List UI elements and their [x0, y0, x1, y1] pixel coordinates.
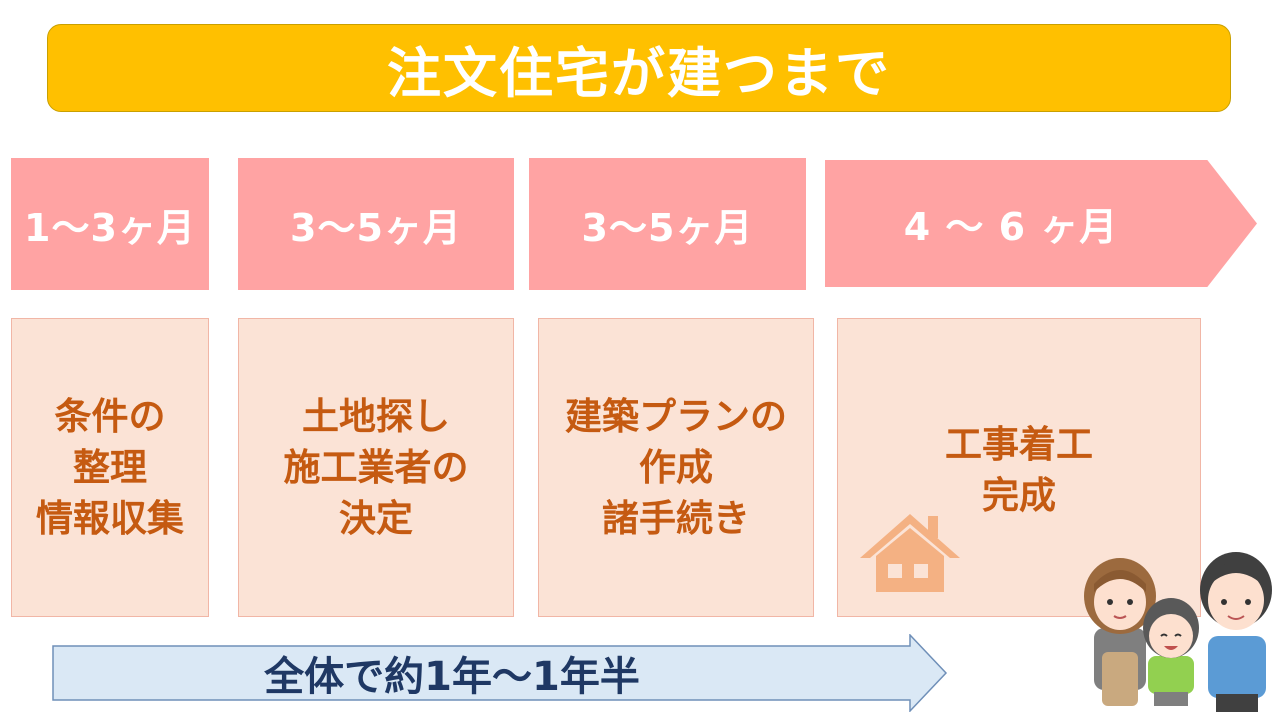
total-duration-label: 全体で約1年～1年半 — [264, 654, 640, 700]
task-text: 建築プランの 作成 諸手続き — [565, 395, 787, 540]
title-banner: 注文住宅が建つまで — [47, 24, 1231, 112]
period-label: 4 ～ 6 ヶ月 — [903, 205, 1119, 249]
period-label: 1～3ヶ月 — [24, 205, 196, 250]
total-duration-arrow: 全体で約1年～1年半 — [52, 634, 948, 712]
task-text: 工事着工 完成 — [945, 423, 1093, 517]
task-text: 土地探し 施工業者の 決定 — [283, 395, 469, 540]
period-stage-3: 3～5ヶ月 — [529, 158, 806, 290]
house-icon — [858, 510, 962, 598]
period-label: 3～5ヶ月 — [581, 205, 754, 250]
period-label: 3～5ヶ月 — [290, 205, 462, 250]
period-stage-2: 3～5ヶ月 — [238, 158, 514, 290]
period-stage-1: 1～3ヶ月 — [11, 158, 209, 290]
task-box-stage-1: 条件の 整理 情報収集 — [11, 318, 209, 617]
page-title: 注文住宅が建つまで — [387, 41, 891, 105]
task-box-stage-3: 建築プランの 作成 諸手続き — [538, 318, 814, 617]
task-box-stage-2: 土地探し 施工業者の 決定 — [238, 318, 514, 617]
task-text: 条件の 整理 情報収集 — [36, 395, 184, 540]
period-stage-4-arrow: 4 ～ 6 ヶ月 — [825, 160, 1257, 287]
family-illustration — [1072, 544, 1278, 718]
